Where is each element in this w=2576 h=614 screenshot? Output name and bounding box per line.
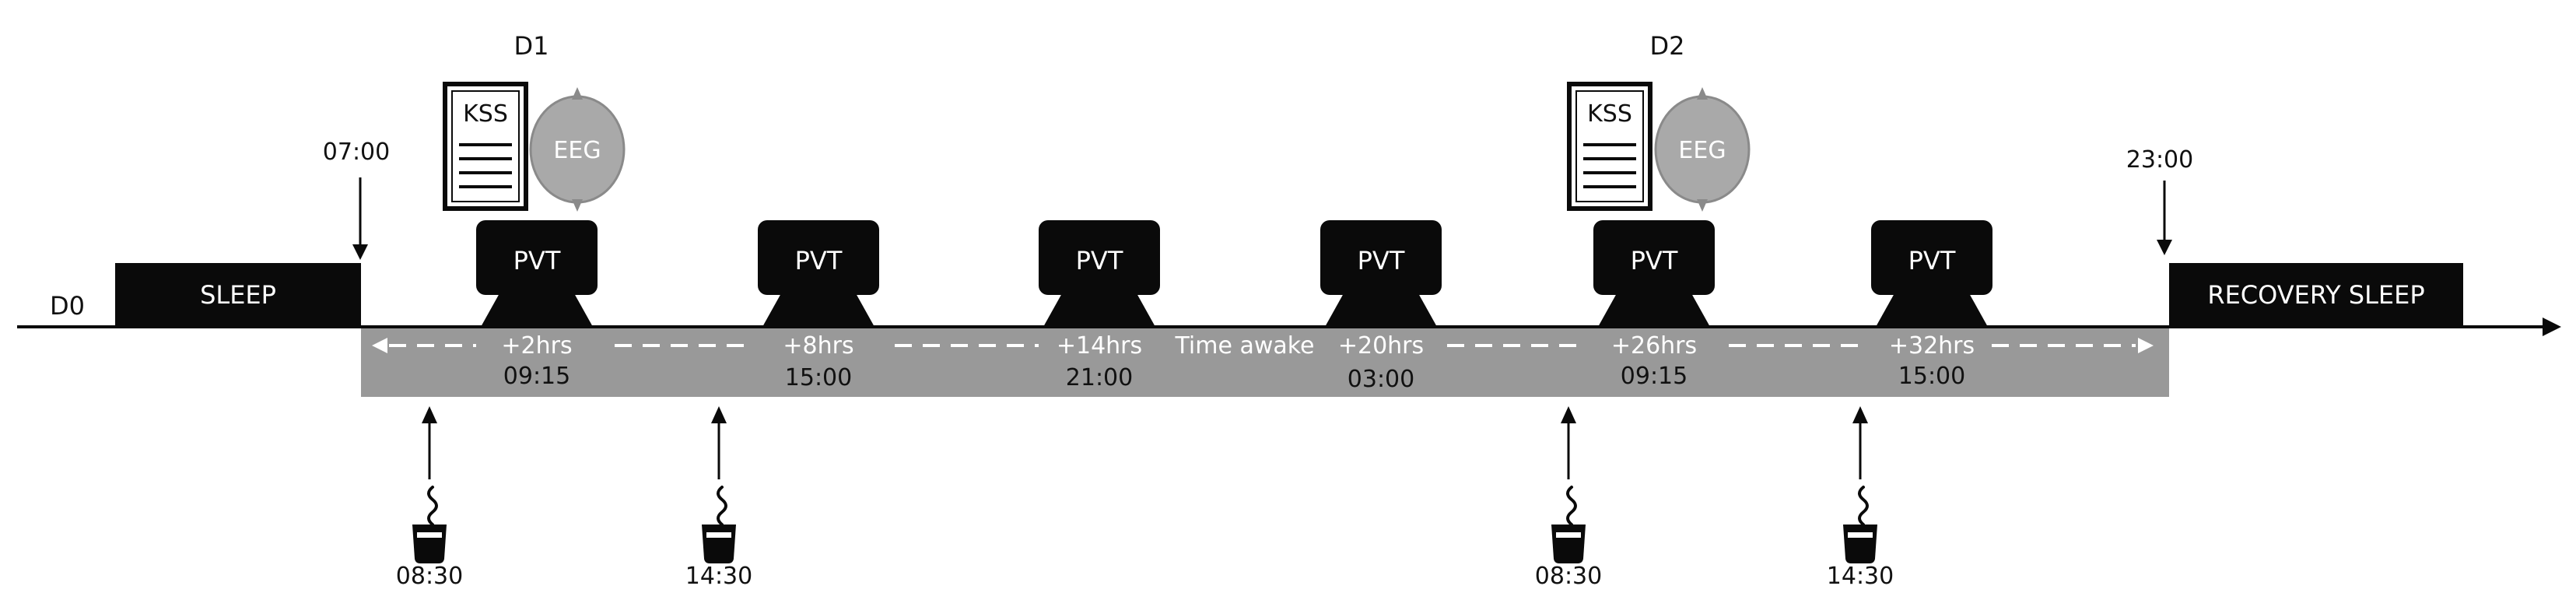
day-label-d1: D1 [514,31,549,61]
time-awake-label: Time awake [1174,332,1314,360]
pvt-label: PVT [795,246,843,275]
day-label-d0: D0 [50,291,85,321]
pvt-stand [1598,293,1710,327]
pvt-offset: +8hrs [783,332,853,360]
pvt-stand [762,293,874,327]
pvt-stand [1325,293,1437,327]
wake-time-arrowhead [352,244,368,260]
caffeine-time: 14:30 [1827,563,1894,590]
timeline-arrowhead [2543,318,2561,336]
coffee-cup-rim [1848,532,1873,538]
steam-icon [1566,486,1577,526]
coffee-cup-rim [706,532,731,538]
pvt-offset: +32hrs [1889,332,1975,360]
wake-time-label: 07:00 [323,139,390,166]
band-right-arrowhead [2138,338,2154,353]
caffeine-arrowhead [422,406,437,423]
eeg-head-top [572,87,583,100]
caffeine-arrowhead [1561,406,1576,423]
sleep-box [115,263,361,325]
caffeine-time: 14:30 [685,563,752,590]
pvt-session: PVT +20hrs 03:00 [1320,220,1442,393]
sleep-label: SLEEP [200,280,276,310]
coffee-cup-rim [1556,532,1581,538]
pvt-label: PVT [1358,246,1405,275]
coffee-cup-icon [1843,525,1877,563]
caffeine-dose: 14:30 [685,406,752,590]
pvt-clock-time: 09:15 [1621,363,1688,390]
steam-icon [427,486,438,526]
pvt-clock-time: 15:00 [1898,363,1965,390]
pvt-label: PVT [1076,246,1123,275]
eeg-head-bottom [1697,199,1708,212]
caffeine-arrowhead [711,406,727,423]
time-awake-band [361,328,2169,397]
pvt-stand [1043,293,1155,327]
coffee-cup-icon [412,525,447,563]
pvt-clock-time: 09:15 [503,363,570,390]
recovery-sleep-label: RECOVERY SLEEP [2207,280,2424,310]
pvt-session: PVT +14hrs 21:00 [1039,220,1160,391]
caffeine-arrowhead [1852,406,1868,423]
coffee-cup-icon [702,525,736,563]
kss-document-inner [1575,90,1644,202]
pvt-label: PVT [1631,246,1678,275]
coffee-cup-rim [417,532,442,538]
pvt-session: PVT +32hrs 15:00 [1871,220,1992,390]
pvt-clock-time: 03:00 [1348,366,1414,393]
caffeine-dose: 08:30 [396,406,463,590]
eeg-label: EEG [1678,137,1726,164]
steam-icon [1858,486,1869,526]
pvt-screen [1039,220,1160,295]
band-left-arrowhead [372,338,387,353]
pvt-session: PVT +26hrs 09:15 [1593,220,1715,390]
pvt-offset: +20hrs [1338,332,1424,360]
eeg-head-bottom [572,199,583,212]
pvt-clock-time: 21:00 [1066,364,1133,391]
pvt-label: PVT [1908,246,1956,275]
coffee-cup-icon [1551,525,1586,563]
pvt-offset: +2hrs [501,332,572,360]
eeg-label: EEG [553,137,601,164]
kss-label: KSS [1587,100,1632,128]
pvt-session: PVT +2hrs 09:15 [476,220,598,390]
pvt-clock-time: 15:00 [785,364,852,391]
caffeine-dose: 08:30 [1535,406,1602,590]
pvt-screen [1320,220,1442,295]
pvt-screen [1593,220,1715,295]
caffeine-time: 08:30 [1535,563,1602,590]
pvt-offset: +26hrs [1611,332,1697,360]
kss-label: KSS [463,100,508,128]
pvt-screen [1871,220,1992,295]
caffeine-time: 08:30 [396,563,463,590]
pvt-screen [476,220,598,295]
pvt-screen [758,220,879,295]
kss-document-inner [451,90,520,202]
pvt-stand [1876,293,1988,327]
pvt-label: PVT [513,246,561,275]
recovery-sleep-box [2169,263,2463,325]
steam-icon [717,486,727,526]
caffeine-doses: 08:30 14:30 08:30 14:30 [396,406,1894,590]
recovery-time-arrowhead [2157,240,2172,255]
pvt-sessions: PVT +2hrs 09:15 PVT +8hrs 15:00 PVT +14hrs 21:00… [476,220,1992,393]
pvt-offset: +14hrs [1057,332,1142,360]
pvt-stand [481,293,593,327]
pvt-session: PVT +8hrs 15:00 [758,220,879,391]
recovery-time-label: 23:00 [2126,146,2193,174]
day-label-d2: D2 [1650,31,1685,61]
caffeine-dose: 14:30 [1827,406,1894,590]
eeg-head-top [1697,87,1708,100]
